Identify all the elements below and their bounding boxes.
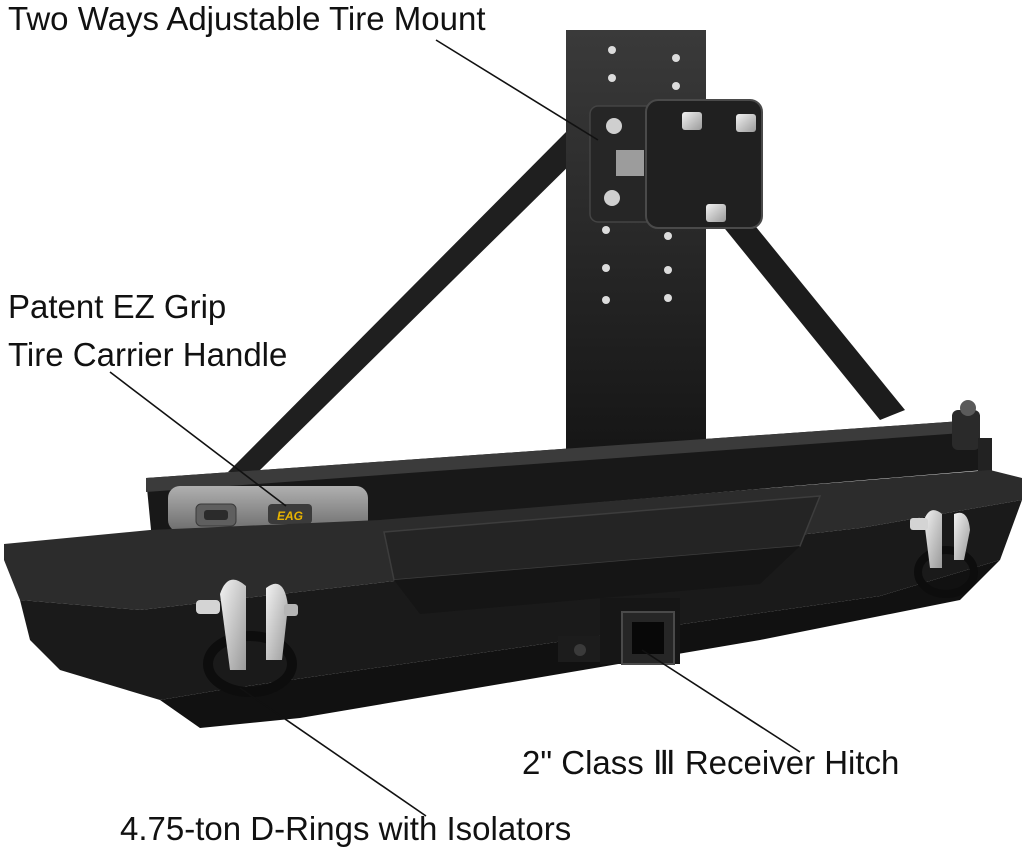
left-d-ring (196, 579, 298, 697)
callout-handle-line2: Tire Carrier Handle (8, 336, 288, 373)
tire-mount-plate (645, 99, 763, 229)
receiver-hitch (558, 598, 680, 665)
leader-tire-mount (435, 39, 599, 141)
leader-lines (109, 39, 801, 817)
mount-post-holes (602, 46, 680, 304)
left-diagonal-brace (228, 128, 585, 472)
right-d-ring (910, 510, 978, 598)
carrier-latch (952, 410, 980, 450)
callout-d-rings: 4.75-ton D-Rings with Isolators (120, 810, 572, 847)
callout-handle-line1: Patent EZ Grip (8, 288, 227, 325)
lug-studs (682, 112, 756, 222)
right-diagonal-brace (700, 190, 905, 420)
leader-d-rings (239, 687, 427, 817)
handle-logo: EAG (277, 509, 303, 523)
leader-hitch (641, 649, 801, 753)
callout-receiver-hitch: 2" Class Ⅲ Receiver Hitch (522, 744, 900, 781)
callout-tire-mount: Two Ways Adjustable Tire Mount (8, 0, 486, 37)
leader-handle (109, 371, 287, 507)
vertical-mount-post (566, 30, 706, 470)
